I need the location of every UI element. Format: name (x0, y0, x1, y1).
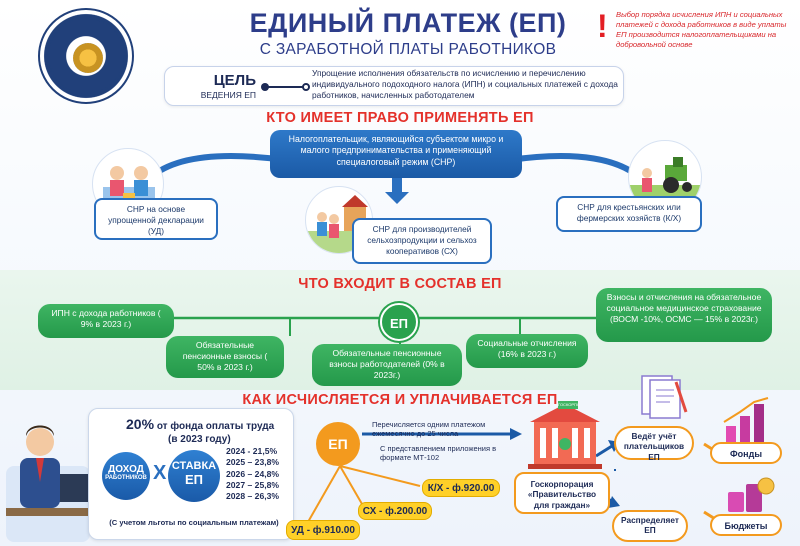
exclamation-icon: ! (597, 8, 608, 44)
section-heading-calc: КАК ИСЧИСЛЯЕТСЯ И УПЛАЧИВАЕТСЯ ЕП (242, 392, 558, 408)
goal-label: ЦЕЛЬ (213, 72, 256, 89)
income-circle: ДОХОД РАБОТНИКОВ (102, 452, 150, 500)
svg-text:MEMLEKETTIK KIRISTER KOMITETI: MEMLEKETTIK KIRISTER KOMITETI · КОМИТЕТ … (40, 10, 127, 97)
fund-line: 20% от фонда оплаты труда (126, 416, 286, 432)
agency-logo: MEMLEKETTIK KIRISTER KOMITETI · КОМИТЕТ … (38, 8, 134, 104)
fund-text: от фонда оплаты труда (156, 421, 275, 432)
goal-text: Упрощение исполнения обязательств по исч… (312, 68, 618, 100)
fund-year: (в 2023 году) (168, 434, 231, 445)
corp-box: Госкорпорация «Правительство для граждан… (514, 472, 610, 514)
report-note: С представлением приложения в формате МТ… (380, 444, 497, 463)
component-employer-pension: Обязательные пенсионные взносы работодат… (312, 344, 462, 386)
fund-percent: 20% (126, 416, 155, 432)
rate-schedule: 2024 - 21,5% 2025 – 23,8% 2026 – 24,8% 2… (226, 446, 292, 503)
rate-2024: 2024 - 21,5% (226, 446, 278, 456)
component-medical: Взносы и отчисления на обязательное соци… (596, 288, 772, 342)
corp-sign: ГОСКОРПОРАЦИЯ (558, 401, 578, 409)
section-heading-components: ЧТО ВХОДИТ В СОСТАВ ЕП (298, 276, 502, 292)
form-kh: К/Х - ф.920.00 (422, 479, 500, 497)
voluntary-note: Выбор порядка исчисления ИПН и социальны… (616, 10, 787, 49)
coins-icon (728, 477, 775, 512)
who-item-ud: СНР на основе упрощенной декларации (УД) (94, 198, 218, 240)
rate-2026: 2026 – 24,8% (226, 468, 280, 479)
rate-sub: ЕП (184, 472, 203, 487)
building-icon (528, 404, 602, 469)
component-ipn: ИПН с дохода работников ( 9% в 2023 г.) (38, 304, 174, 338)
who-item-kh: СНР для крестьянских или фермерских хозя… (556, 196, 702, 232)
payment-note: Перечисляется одним платежом ежемесячно … (372, 420, 486, 439)
rate-2027: 2027 – 25,8% (226, 480, 280, 491)
income-sub: РАБОТНИКОВ (105, 475, 147, 481)
goal-panel (164, 66, 624, 106)
ep-center-node: ЕП (380, 303, 418, 341)
goal-dot (302, 83, 310, 91)
page-title: ЕДИНЫЙ ПЛАТЕЖ (ЕП) (249, 8, 567, 38)
distributes-box: Распределяет ЕП (612, 510, 688, 542)
goal-sublabel: ВЕДЕНИЯ ЕП (200, 90, 256, 100)
form-sh: СХ - ф.200.00 (358, 502, 432, 520)
ep-payment-node: ЕП (316, 422, 360, 466)
bar-chart-icon (723, 397, 769, 444)
budgets-box: Бюджеты (710, 514, 782, 536)
component-pension: Обязательные пенсионные взносы ( 50% в 2… (166, 336, 284, 378)
rate-2028: 2028 – 26,3% (226, 491, 280, 502)
who-item-sh: СНР для производителей сельхозпродукции … (352, 218, 492, 264)
component-social: Социальные отчисления (16% в 2023 г.) (466, 334, 588, 368)
goal-connector (264, 86, 304, 88)
keeps-records-box: Ведёт учёт плательщиков ЕП (614, 426, 694, 462)
rate-2025: 2025 – 23,8% (226, 457, 280, 468)
worker-illustration (6, 425, 90, 542)
page-subtitle: С ЗАРАБОТНОЙ ПЛАТЫ РАБОТНИКОВ (259, 41, 557, 58)
multiply-icon: X (153, 462, 167, 484)
income-title: ДОХОД (108, 464, 144, 475)
form-ud: УД - ф.910.00 (286, 520, 360, 540)
emblem-icon (73, 43, 103, 73)
funds-box: Фонды (710, 442, 782, 464)
rate-title: СТАВКА (171, 460, 217, 472)
goal-dot (261, 83, 269, 91)
rate-circle: СТАВКА ЕП (168, 450, 220, 502)
logo-ring: MEMLEKETTIK KIRISTER KOMITETI · КОМИТЕТ … (40, 10, 127, 97)
who-main-box: Налогоплательщик, являющийся субъектом м… (270, 130, 522, 178)
section-heading-who: КТО ИМЕЕТ ПРАВО ПРИМЕНЯТЬ ЕП (266, 110, 534, 126)
documents-icon (641, 375, 688, 419)
calc-footnote: (С учетом льготы по социальным платежам) (109, 518, 279, 527)
